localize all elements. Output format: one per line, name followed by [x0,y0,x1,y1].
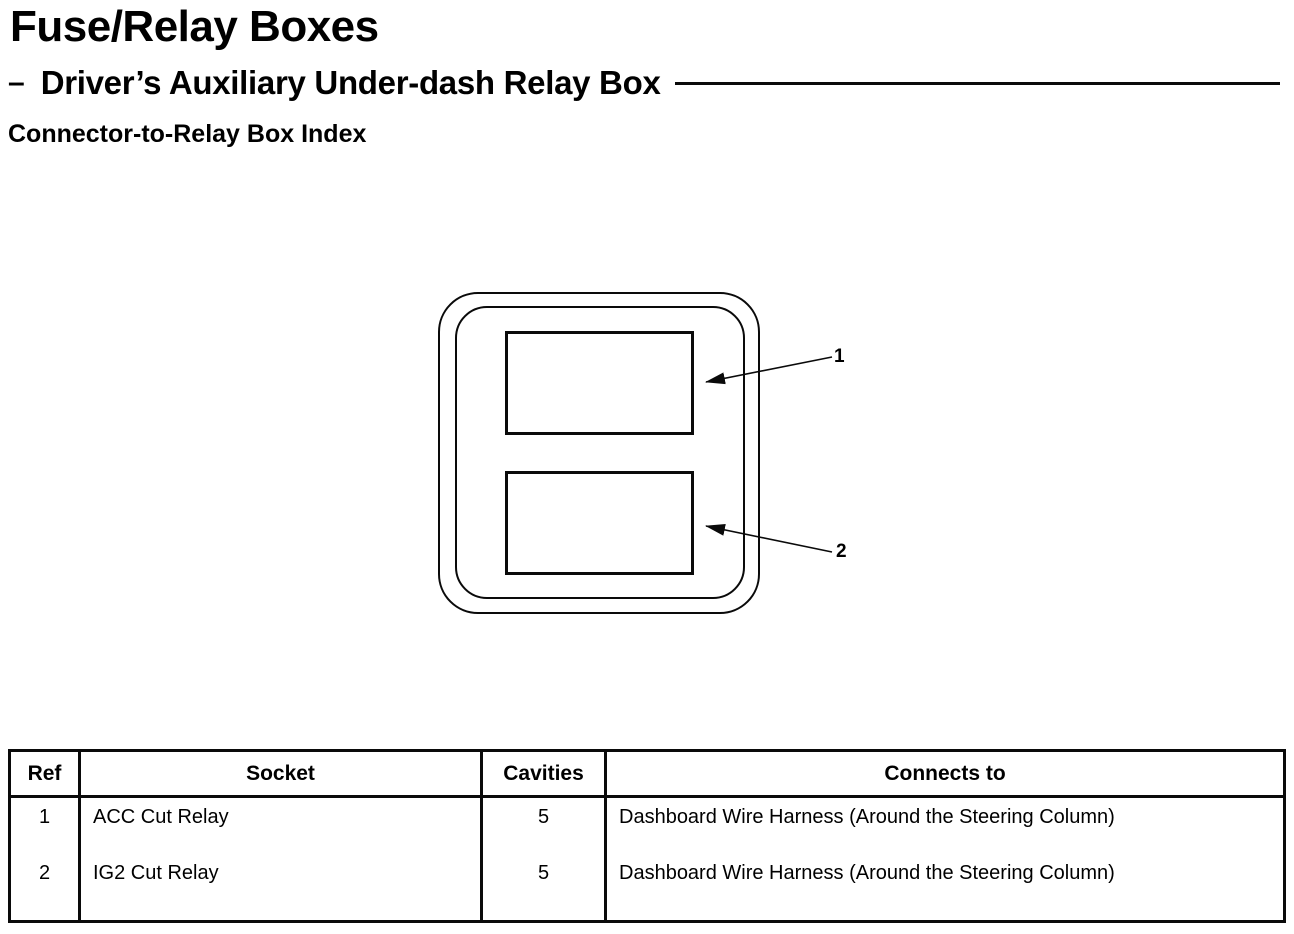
table-row: 2 IG2 Cut Relay 5 Dashboard Wire Harness… [8,854,1286,923]
subtitle-dash: – [8,66,25,99]
cell-ref: 2 [8,854,81,923]
callout-arrow-2 [705,523,833,553]
subtitle-row: – Driver’s Auxiliary Under-dash Relay Bo… [8,64,1282,102]
page-title: Fuse/Relay Boxes [10,2,379,51]
table-header-row: Ref Socket Cavities Connects to [8,749,1286,798]
cell-socket: IG2 Cut Relay [78,854,483,923]
subtitle-rule-line [674,81,1280,85]
header-connects-to: Connects to [604,749,1286,798]
table-row: 1 ACC Cut Relay 5 Dashboard Wire Harness… [8,796,1286,854]
header-ref: Ref [8,749,81,798]
relay-box-inner-outline [455,306,745,599]
header-cavities: Cavities [480,749,607,798]
section-heading: Connector-to-Relay Box Index [8,120,367,148]
subtitle: Driver’s Auxiliary Under-dash Relay Box [40,64,661,101]
cell-cavities: 5 [480,854,607,923]
callout-label-1: 1 [834,346,845,367]
cell-connects-to: Dashboard Wire Harness (Around the Steer… [604,854,1286,923]
relay-socket-2 [505,471,694,575]
cell-cavities: 5 [480,796,607,854]
callout-label-2: 2 [836,541,847,562]
header-socket: Socket [78,749,483,798]
cell-socket: ACC Cut Relay [78,796,483,854]
connector-index-table: Ref Socket Cavities Connects to 1 ACC Cu… [8,749,1286,923]
relay-socket-1 [505,331,694,435]
cell-ref: 1 [8,796,81,854]
cell-connects-to: Dashboard Wire Harness (Around the Steer… [604,796,1286,854]
callout-arrows [705,356,833,553]
callout-arrow-1 [705,356,833,385]
